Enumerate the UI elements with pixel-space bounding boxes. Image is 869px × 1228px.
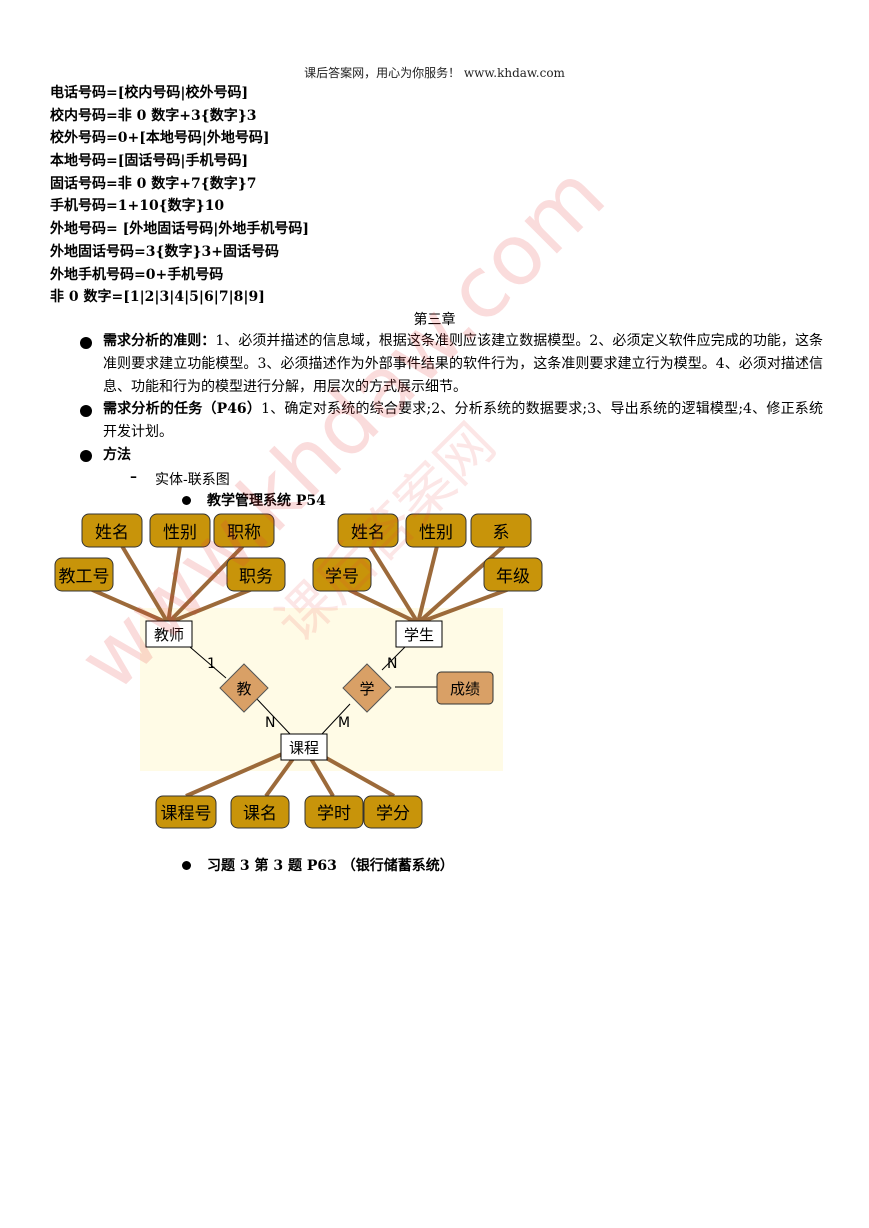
entity-student: 学生	[395, 620, 443, 648]
definition-line: 外地号码= [外地固话号码|外地手机号码]	[50, 221, 309, 238]
definition-line: 非 0 数字=[1|2|3|4|5|6|7|8|9]	[50, 289, 265, 306]
principles-paragraph: 需求分析的准则：1、必须并描述的信息域，根据这条准则应该建立数据模型。2、必须定…	[103, 330, 823, 399]
attribute-title: 职称	[213, 513, 275, 548]
attribute-text: 学号	[325, 567, 359, 587]
attribute-text: 姓名	[351, 523, 385, 543]
attribute-score: 成绩	[436, 671, 494, 705]
definition-line: 固话号码=非 0 数字+7{数字}7	[50, 175, 257, 192]
attribute-text: 系	[493, 523, 510, 543]
entity-label: 学生	[404, 626, 434, 644]
dash-marker: –	[130, 469, 137, 485]
definition-line: 校内号码=非 0 数字+3{数字}3	[50, 107, 257, 124]
attribute-staff-id: 教工号	[54, 557, 114, 592]
cardinality-label: 1	[207, 656, 216, 672]
relationship-label: 学	[359, 680, 374, 698]
entity-label: 教师	[154, 626, 184, 644]
bullet-icon	[182, 496, 191, 505]
relationship-teach: 教	[219, 663, 269, 713]
definition-line: 校外号码=0+[本地号码|外地号码]	[50, 130, 270, 147]
bullet-icon	[80, 337, 92, 349]
attribute-text: 性别	[419, 523, 453, 543]
bullet-icon	[80, 405, 92, 417]
attribute-hours: 学时	[304, 795, 364, 829]
attribute-student-id: 学号	[312, 557, 372, 592]
tasks-text: 1、确定对系统的综合要求;2、分析系统的数据要求;3、导出系统的逻辑模型;4、修…	[103, 401, 823, 440]
attribute-credits: 学分	[363, 795, 423, 829]
bullet-icon	[80, 450, 92, 462]
exercise-label: 习题 3 第 3 题 P63 （银行储蓄系统）	[207, 855, 454, 875]
entity-teacher: 教师	[145, 620, 193, 648]
attribute-position: 职务	[226, 557, 286, 592]
attribute-text: 年级	[496, 567, 530, 587]
attribute-text: 性别	[163, 523, 197, 543]
er-example-text: 教学管理系统 P54	[207, 493, 326, 509]
relationship-lines	[189, 646, 437, 735]
attribute-text: 学分	[376, 804, 410, 824]
er-diagram-label: 实体-联系图	[155, 472, 230, 488]
attribute-text: 教工号	[59, 567, 110, 587]
cardinality-label: N	[265, 715, 275, 731]
attribute-text: 职务	[239, 567, 273, 587]
relationship-label: 教	[236, 680, 251, 698]
definition-list: 电话号码=[校内号码|校外号码] 校内号码=非 0 数字+3{数字}3 校外号码…	[50, 82, 309, 309]
principles-heading: 需求分析的准则：	[103, 333, 216, 349]
attribute-text: 课名	[243, 804, 277, 824]
attribute-text: 职称	[227, 523, 261, 543]
attribute-course-id: 课程号	[155, 795, 217, 829]
er-example-label: 教学管理系统 P54	[207, 490, 326, 510]
tasks-paragraph: 需求分析的任务（P46）1、确定对系统的综合要求;2、分析系统的数据要求;3、导…	[103, 398, 823, 444]
chapter-title: 第三章	[413, 312, 456, 328]
tasks-heading: 需求分析的任务（P46）	[103, 401, 262, 417]
cardinality-label: N	[387, 656, 397, 672]
relationship-learn: 学	[342, 663, 392, 713]
attribute-gender: 性别	[405, 513, 467, 548]
methods-heading: 方法	[103, 447, 131, 463]
attribute-gender: 性别	[149, 513, 211, 548]
attribute-text: 成绩	[450, 680, 480, 698]
page-header: 课后答案网，用心为你服务！ www.khdaw.com	[304, 66, 565, 80]
cardinality-label: M	[338, 715, 350, 731]
methods-paragraph: 方法	[103, 444, 823, 467]
attribute-text: 课程号	[161, 804, 212, 824]
entity-label: 课程	[289, 739, 319, 757]
attribute-department: 系	[470, 513, 532, 548]
principles-text: 1、必须并描述的信息域，根据这条准则应该建立数据模型。2、必须定义软件应完成的功…	[103, 333, 824, 395]
attribute-grade-year: 年级	[483, 557, 543, 592]
definition-line: 电话号码=[校内号码|校外号码]	[50, 85, 249, 101]
attribute-text: 学时	[317, 804, 351, 824]
entity-course: 课程	[280, 733, 328, 761]
exercise-text: 习题 3 第 3 题 P63 （银行储蓄系统）	[207, 858, 454, 874]
attribute-course-name: 课名	[230, 795, 290, 829]
definition-line: 外地固话号码=3{数字}3+固话号码	[50, 243, 279, 260]
bullet-icon	[182, 861, 191, 870]
attribute-name: 姓名	[81, 513, 143, 548]
definition-line: 外地手机号码=0+手机号码	[50, 266, 224, 283]
definition-line: 手机号码=1+10{数字}10	[50, 198, 225, 215]
attribute-name: 姓名	[337, 513, 399, 548]
attribute-text: 姓名	[95, 523, 129, 543]
definition-line: 本地号码=[固话号码|手机号码]	[50, 153, 249, 170]
er-diagram: 姓名 性别 职称 教工号 职务 姓名 性别 系 学号 年级 课程号	[54, 513, 543, 829]
